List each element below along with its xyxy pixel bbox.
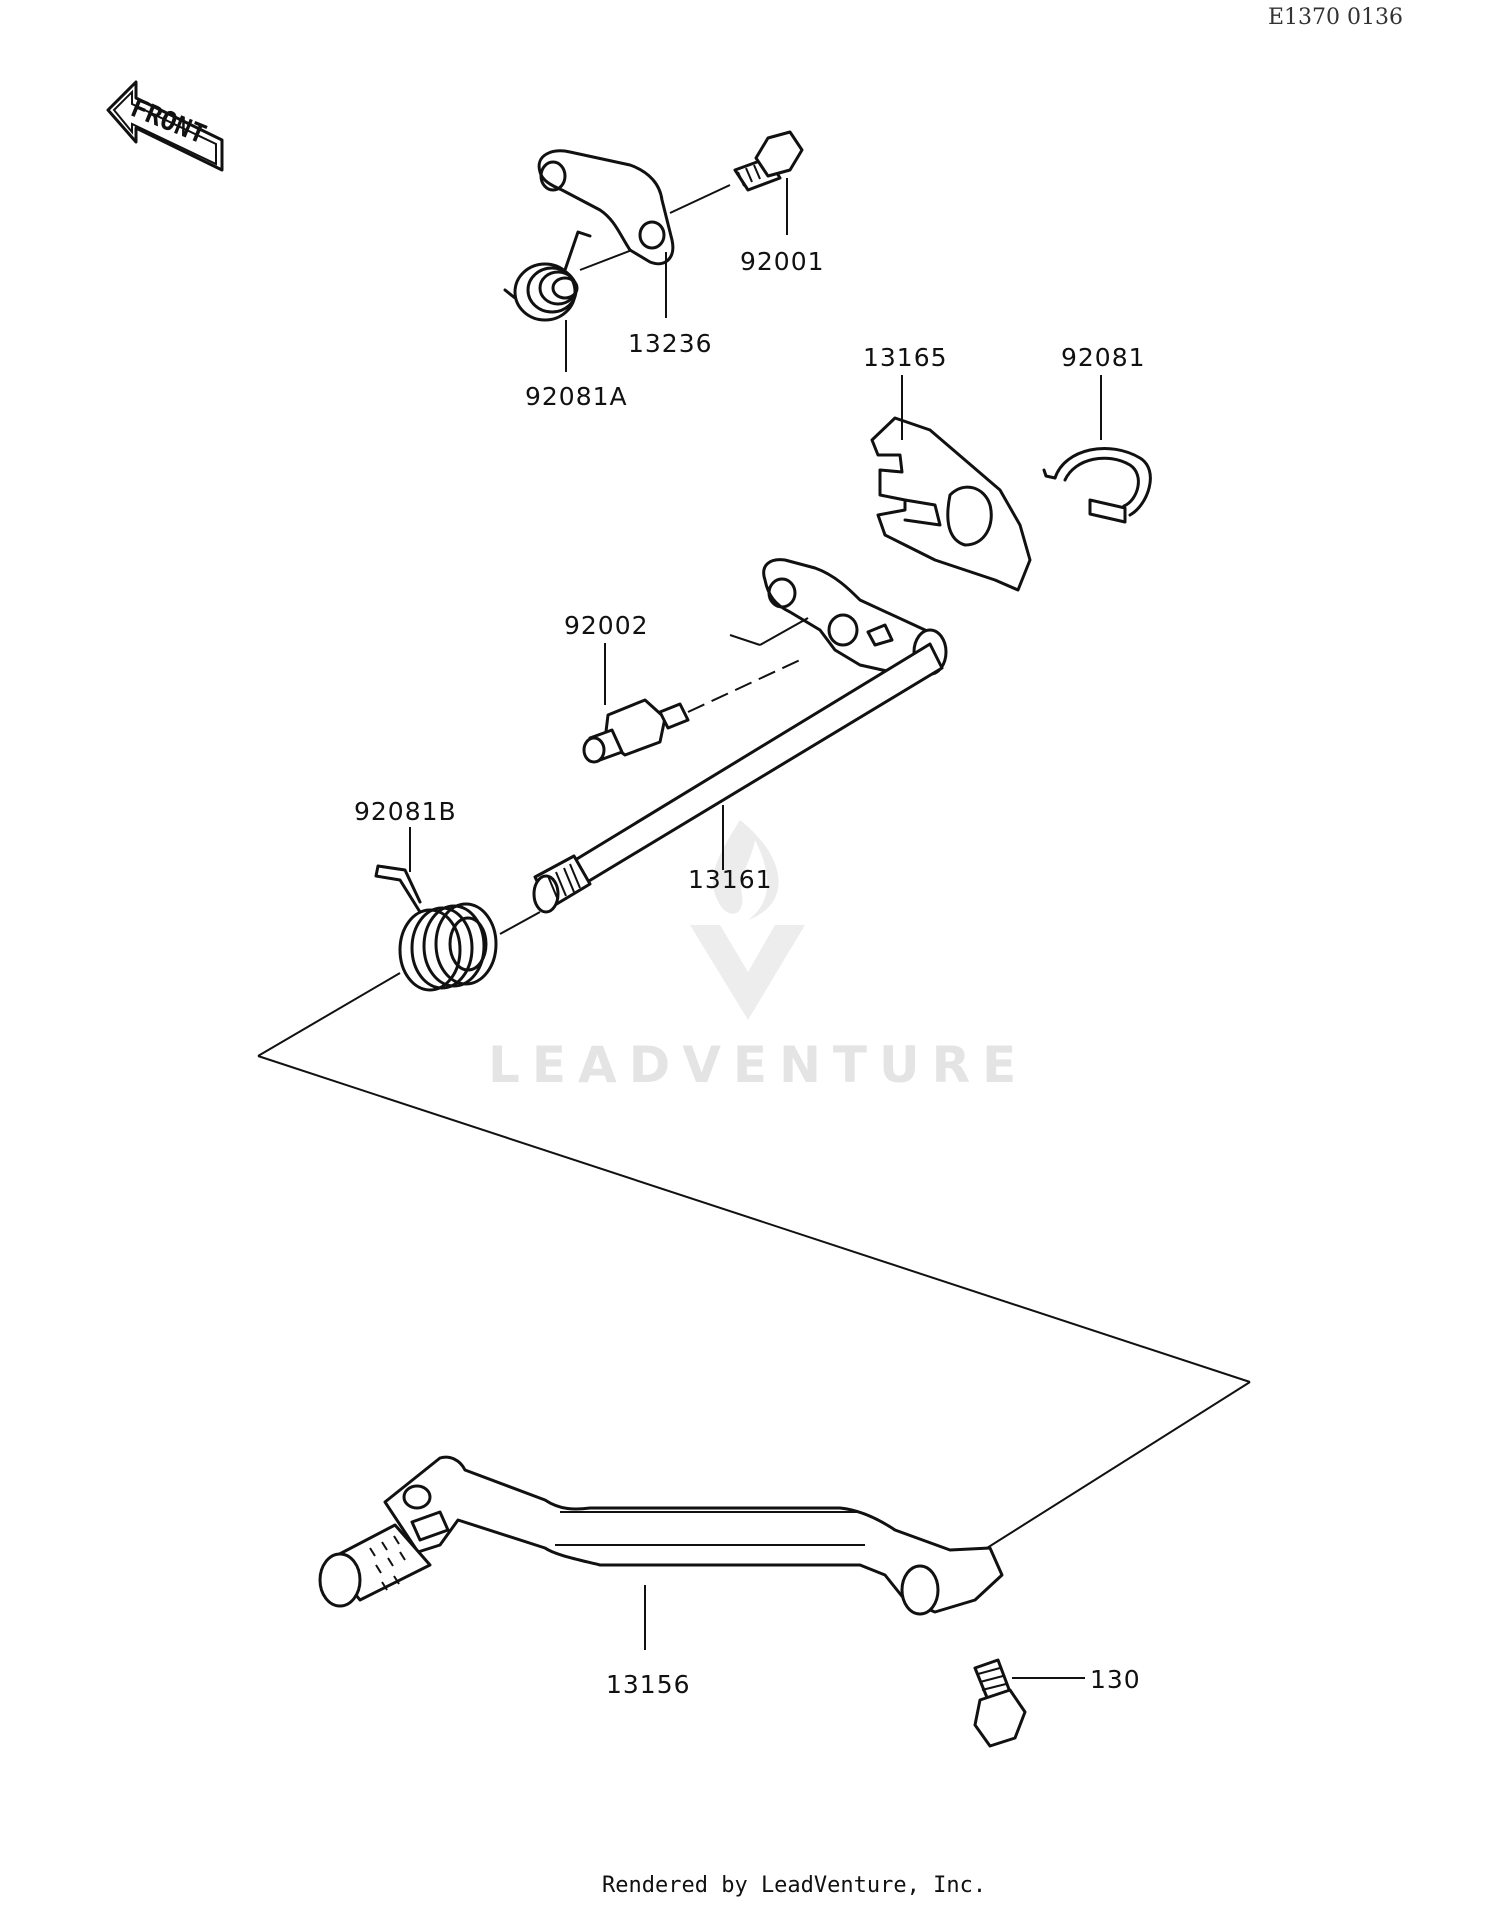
spring-92081B xyxy=(374,864,498,992)
clip-92081 xyxy=(1042,446,1152,524)
label-13156: 13156 xyxy=(606,1670,691,1699)
label-92002: 92002 xyxy=(564,611,649,640)
footer-credit: Rendered by LeadVenture, Inc. xyxy=(602,1873,986,1898)
label-92001: 92001 xyxy=(740,247,825,276)
plate-13165 xyxy=(870,416,1032,592)
watermark-text: LEADVENTURE xyxy=(488,1036,1028,1094)
label-13236: 13236 xyxy=(628,329,713,358)
spring-92081A xyxy=(503,230,592,322)
shaft-13161 xyxy=(532,558,948,914)
label-92081A: 92081A xyxy=(525,382,628,411)
label-13165: 13165 xyxy=(863,343,948,372)
label-13161: 13161 xyxy=(688,865,773,894)
watermark-logo-icon xyxy=(690,820,805,1020)
label-92081: 92081 xyxy=(1061,343,1146,372)
leader-lines xyxy=(409,178,1102,1679)
pedal-13156 xyxy=(318,1455,1004,1616)
guide-lines xyxy=(257,972,1251,1566)
bolt-92002 xyxy=(582,698,690,764)
ref-code: E1370 0136 xyxy=(1268,5,1403,30)
label-92081B: 92081B xyxy=(354,797,457,826)
bolt-92001 xyxy=(733,130,804,192)
bolt-130 xyxy=(973,1658,1027,1748)
arm-13236 xyxy=(537,149,675,266)
front-arrow-icon: FRONT xyxy=(106,80,224,172)
label-130: 130 xyxy=(1090,1665,1141,1694)
